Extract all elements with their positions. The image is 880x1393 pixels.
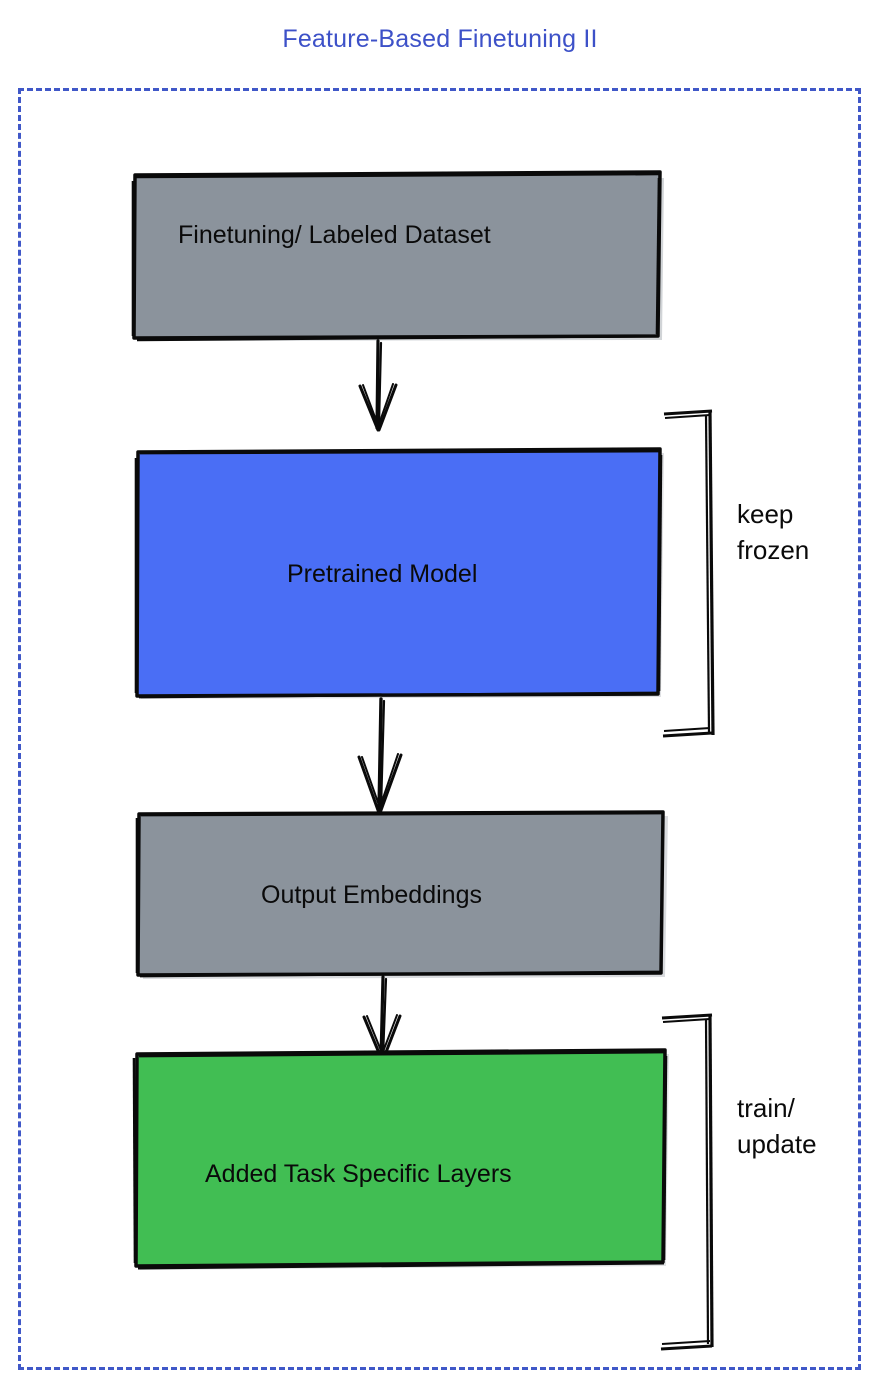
bracket-label-train-update-line1: train/	[737, 1093, 795, 1123]
bracket-label-train-update: train/ update	[737, 1090, 817, 1162]
page-title: Feature-Based Finetuning II	[282, 25, 598, 53]
node-label-dataset: Finetuning/ Labeled Dataset	[178, 221, 491, 249]
bracket-label-keep-frozen-line1: keep	[737, 499, 794, 529]
bracket-label-train-update-line2: update	[737, 1129, 817, 1159]
node-label-output-embeddings: Output Embeddings	[261, 881, 482, 909]
bracket-label-keep-frozen-line2: frozen	[737, 535, 810, 565]
node-label-pretrained-model: Pretrained Model	[287, 560, 478, 588]
bracket-label-keep-frozen: keep frozen	[737, 496, 809, 568]
pipeline-dashed-frame	[18, 88, 861, 1370]
node-label-added-task-specific-layers: Added Task Specific Layers	[205, 1160, 512, 1188]
